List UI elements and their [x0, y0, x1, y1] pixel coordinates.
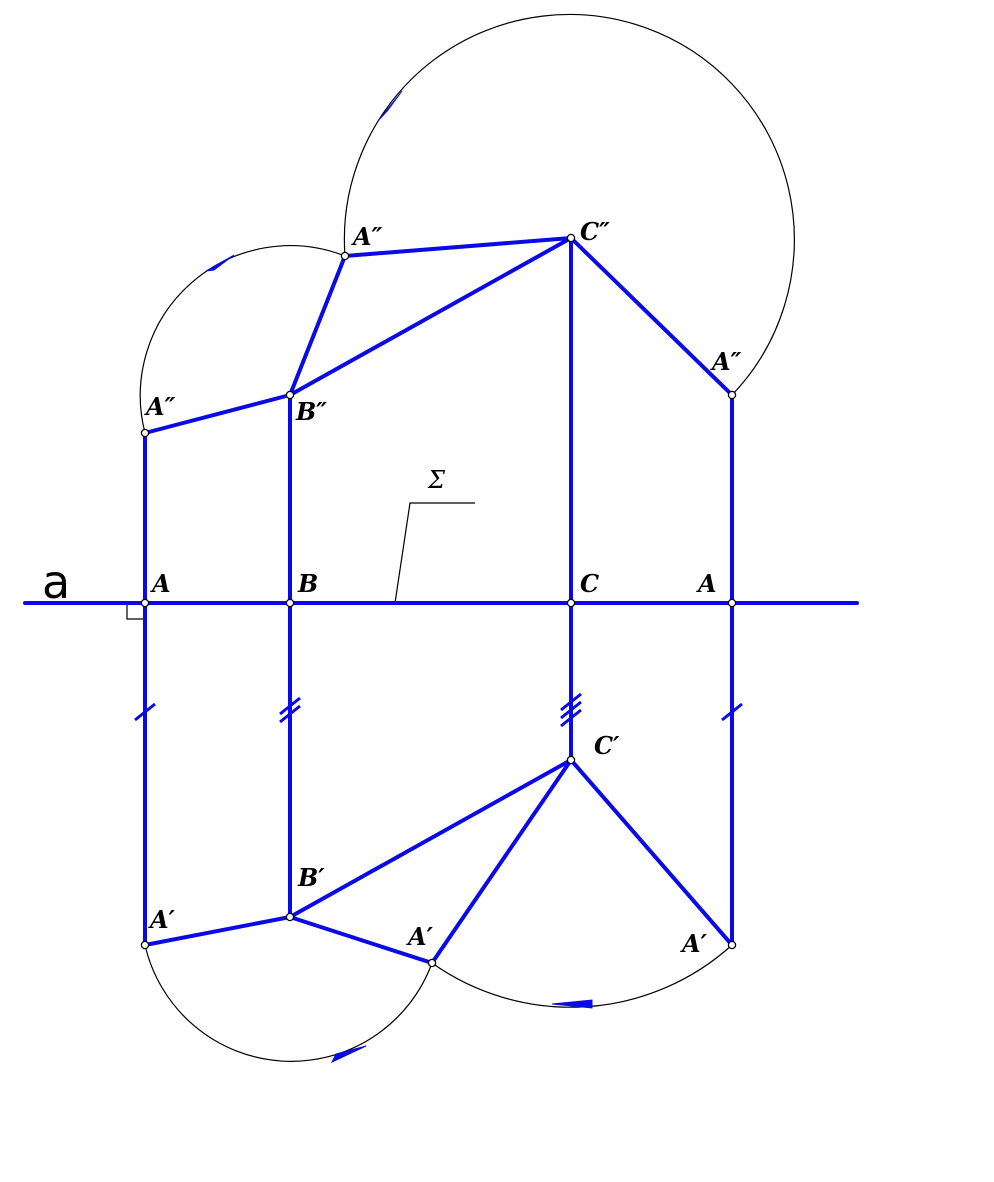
sigma-leader [394, 502, 475, 604]
axis-label: a [42, 555, 70, 609]
edge-B2-C2 [288, 236, 573, 397]
edge-A1mid-C1 [430, 758, 573, 965]
double-tick-B-2 [279, 704, 301, 724]
label-B1: B′ [297, 863, 325, 892]
label-B2: B″ [295, 397, 327, 426]
point-C1 [566, 755, 576, 765]
edge-B1-C1 [288, 758, 573, 919]
labels: a Σ A″ B″ A″ C″ A″ A B C A C′ B′ A′ A′ A… [42, 217, 742, 958]
triple-tick-C-2 [560, 700, 582, 720]
edge-C1-A1right [569, 758, 734, 947]
rotation-arrows [205, 90, 593, 1064]
label-C-axis: C [580, 569, 599, 598]
label-C1: C′ [594, 731, 620, 760]
upper-left-rotation-arc [139, 245, 346, 434]
rotation-arcs [139, 13, 795, 1062]
label-A1-right: A′ [680, 929, 708, 958]
point-B1 [285, 912, 295, 922]
lower-left-rotation-arc [144, 944, 433, 1062]
label-A2-mid: A″ [351, 222, 383, 251]
arrow-lower-right-arc [551, 999, 593, 1009]
label-B-axis: B [297, 569, 318, 598]
point-A-axis-left [140, 598, 150, 608]
point-A2-mid [340, 251, 350, 261]
point-A1-right [727, 940, 737, 950]
point-A1-left [140, 940, 150, 950]
arrow-upper-right-arc [377, 90, 403, 122]
label-A-axis-right: A [696, 569, 717, 598]
point-A-axis-right [727, 598, 737, 608]
label-A2-left: A″ [144, 392, 176, 421]
triple-tick-C-3 [560, 708, 582, 728]
right-angle-mark [126, 603, 145, 620]
label-A1-mid: A′ [406, 922, 434, 951]
plane-label-sigma: Σ [427, 466, 446, 494]
construction-lines [23, 236, 859, 965]
label-A-axis-left: A [150, 569, 171, 598]
edge-A2mid-C2 [343, 236, 573, 258]
equality-ticks [134, 692, 743, 728]
edge-A1-B1 [143, 915, 292, 947]
point-B-axis [285, 598, 295, 608]
label-C2: C″ [580, 217, 610, 246]
points [140, 233, 737, 968]
point-C-axis [566, 598, 576, 608]
label-A2-right: A″ [710, 347, 742, 376]
triple-tick-C-1 [560, 692, 582, 712]
arrow-lower-left-arc [330, 1045, 367, 1064]
tick-A-left [134, 702, 156, 722]
arrow-upper-left-arc [205, 254, 235, 272]
edge-B2-A2mid [288, 254, 347, 397]
point-A2-left [140, 428, 150, 438]
double-tick-B-1 [279, 696, 301, 716]
point-C2 [566, 233, 576, 243]
point-B2 [285, 390, 295, 400]
edge-C2-A2right [569, 236, 734, 397]
sigma-leader-line [394, 502, 475, 604]
label-A1-left: A′ [148, 905, 176, 934]
point-A2-right [727, 390, 737, 400]
edge-A2-B2 [143, 393, 292, 435]
edge-B1-A1mid [288, 915, 434, 965]
point-A1-mid [427, 958, 437, 968]
upper-right-rotation-arc [343, 13, 795, 396]
tick-A-right [721, 702, 743, 722]
